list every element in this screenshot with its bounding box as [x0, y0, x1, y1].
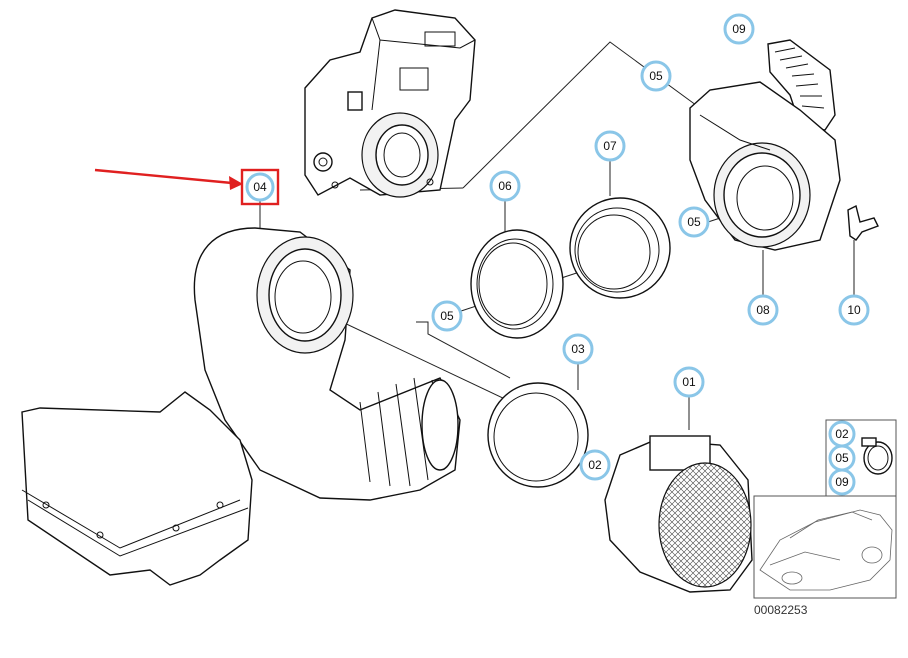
callout-label: 04 — [253, 180, 267, 194]
seal-ring-06 — [470, 229, 564, 339]
seal-ring-03 — [487, 382, 589, 488]
callout-label: 06 — [498, 179, 512, 193]
callout-07[interactable]: 07 — [594, 130, 626, 162]
legend-callout-05[interactable]: 05 — [828, 444, 856, 472]
callout-label: 08 — [756, 303, 770, 317]
callout-05-middle[interactable]: 05 — [678, 206, 710, 238]
callout-label: 02 — [588, 458, 602, 472]
intake-boot — [193, 227, 461, 501]
filter-housing — [21, 391, 253, 586]
callout-label: 03 — [571, 342, 585, 356]
callout-04[interactable]: 04 — [245, 172, 275, 202]
callout-02[interactable]: 02 — [579, 449, 611, 481]
legend-label: 02 — [835, 427, 849, 441]
legend-callout-09[interactable]: 09 — [828, 468, 856, 496]
callout-03[interactable]: 03 — [562, 333, 594, 365]
callout-10[interactable]: 10 — [838, 294, 870, 326]
legend-callout-02[interactable]: 02 — [828, 420, 856, 448]
callout-06[interactable]: 06 — [489, 170, 521, 202]
air-mass-meter — [604, 435, 753, 593]
legend-label: 05 — [835, 451, 849, 465]
callout-09[interactable]: 09 — [723, 13, 755, 45]
callout-05-left[interactable]: 05 — [431, 300, 463, 332]
pointer-arrow — [94, 168, 233, 185]
callout-label: 01 — [682, 375, 696, 389]
callout-label: 05 — [440, 309, 454, 323]
pointer-arrowhead — [229, 176, 243, 190]
annotation — [94, 168, 280, 206]
callout-01[interactable]: 01 — [673, 366, 705, 398]
callout-label: 05 — [649, 69, 663, 83]
callout-05-top[interactable]: 05 — [640, 60, 672, 92]
callout-label: 07 — [603, 139, 617, 153]
document-number: 00082253 — [754, 603, 808, 617]
callout-label: 10 — [847, 303, 861, 317]
callout-08[interactable]: 08 — [747, 294, 779, 326]
throttle-body — [304, 9, 476, 198]
vent-fitting — [847, 204, 879, 241]
legend-label: 09 — [835, 475, 849, 489]
highlight-box — [240, 168, 280, 206]
vehicle-location-thumbnail — [753, 495, 897, 599]
callout-label: 09 — [732, 22, 746, 36]
intake-elbow — [689, 39, 841, 251]
callout-label: 05 — [687, 215, 701, 229]
seal-ring-07 — [569, 197, 671, 299]
